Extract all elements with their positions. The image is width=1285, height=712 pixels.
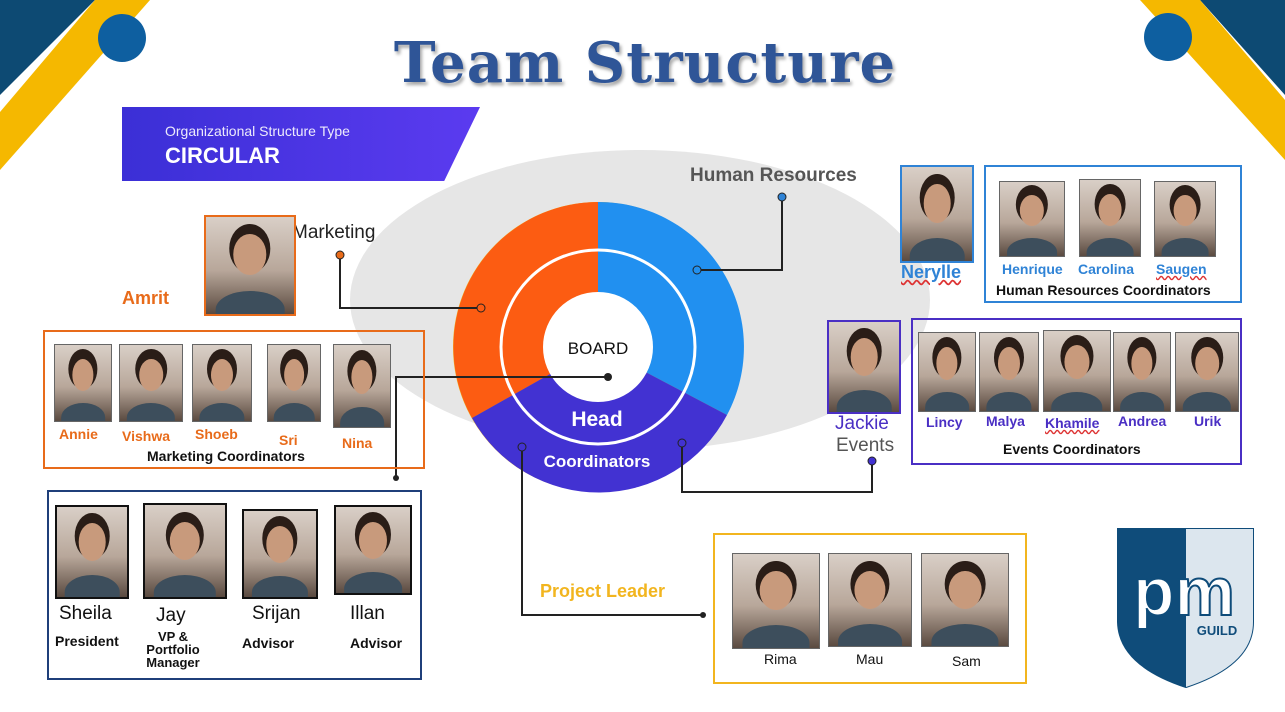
malya-photo [979, 332, 1039, 412]
nerylle-photo [900, 165, 974, 263]
segment-events [472, 347, 727, 493]
member-vishwa: Vishwa [122, 428, 170, 444]
srijan-photo [242, 509, 318, 599]
project-leaders-box: Rima Mau Sam [713, 533, 1027, 684]
hr-coordinators-title: Human Resources Coordinators [996, 282, 1211, 298]
connector-marketing [339, 255, 481, 309]
ring-divider [499, 248, 697, 446]
connector-events [681, 443, 873, 493]
head-label: Head [571, 408, 622, 431]
andrea-photo [1113, 332, 1171, 412]
member-lincy: Lincy [926, 414, 963, 430]
member-sri: Sri [279, 432, 298, 448]
hr-lead-name: Nerylle [901, 262, 962, 282]
khamile-photo [1043, 330, 1111, 412]
project-leader-sam: Sam [952, 653, 981, 669]
marketing-lead-name: Amrit [122, 288, 170, 308]
member-andrea: Andrea [1118, 413, 1167, 429]
annie-photo [54, 344, 112, 422]
illan-photo [334, 505, 412, 595]
saugen-photo [1154, 181, 1216, 257]
logo-text: GUILD [1197, 623, 1237, 638]
connector-hr [697, 197, 783, 271]
member-malya: Malya [986, 413, 1025, 429]
banner-subtitle: Organizational Structure Type [165, 123, 350, 139]
sri-photo [267, 344, 321, 422]
pm-guild-logo: pm GUILD [1117, 528, 1254, 689]
mau-photo [828, 553, 912, 647]
banner-type: CIRCULAR [165, 143, 280, 168]
hr-coordinators-box: Henrique Carolina Saugen Human Resources… [984, 165, 1242, 303]
nina-photo [333, 344, 391, 428]
carolina-photo [1079, 179, 1141, 257]
member-khamile: Khamile [1045, 415, 1100, 431]
lincy-photo [918, 332, 976, 412]
board-circle [543, 292, 653, 402]
logo-mark: pm [1133, 554, 1235, 630]
amrit-photo [204, 215, 296, 316]
board-role-jay: VP & Portfolio Manager [146, 629, 200, 670]
structure-type-banner: Organizational Structure Type CIRCULAR [122, 107, 480, 181]
board-name-srijan: Srijan [252, 603, 301, 624]
events-label: Events [836, 435, 895, 456]
henrique-photo [999, 181, 1065, 257]
corner-navy-right [1200, 0, 1285, 95]
events-coordinators-title: Events Coordinators [1003, 441, 1141, 457]
member-annie: Annie [59, 426, 98, 442]
board-label: BOARD [568, 339, 628, 358]
shoeb-photo [192, 344, 252, 422]
events-coordinators-box: Lincy Malya Khamile Andrea Urik Events C… [911, 318, 1242, 465]
page-title: Team Structure [393, 30, 897, 96]
corner-dot-right [1144, 13, 1192, 61]
board-members-box: Sheila Jay Srijan Illan President VP & P… [47, 490, 422, 680]
project-leader-mau: Mau [856, 651, 884, 667]
jackie-photo [827, 320, 901, 414]
board-name-illan: Illan [350, 603, 385, 624]
project-label: Project Leader [540, 581, 666, 601]
marketing-coordinators-title: Marketing Coordinators [147, 448, 305, 464]
rima-photo [732, 553, 820, 649]
connector-project [521, 447, 703, 616]
sheila-photo [55, 505, 129, 599]
member-saugen: Saugen [1156, 261, 1207, 277]
member-nina: Nina [342, 435, 373, 451]
vishwa-photo [119, 344, 183, 422]
events-lead-name: Jackie [835, 413, 889, 434]
board-role-illan: Advisor [350, 635, 403, 651]
board-role-sheila: President [55, 633, 119, 649]
member-carolina: Carolina [1078, 261, 1135, 277]
hr-label: Human Resources [690, 165, 857, 186]
member-henrique: Henrique [1002, 261, 1063, 277]
board-name-sheila: Sheila [59, 603, 112, 624]
member-shoeb: Shoeb [195, 426, 238, 442]
member-urik: Urik [1194, 413, 1222, 429]
board-name-jay: Jay [156, 605, 186, 626]
coordinators-label: Coordinators [544, 452, 651, 471]
marketing-label: Marketing [292, 222, 376, 243]
board-role-srijan: Advisor [242, 635, 295, 651]
project-leader-rima: Rima [764, 651, 797, 667]
connector-board [395, 376, 608, 478]
corner-dot-left [98, 14, 146, 62]
urik-photo [1175, 332, 1239, 412]
marketing-coordinators-box: Annie Vishwa Shoeb Sri Nina Marketing Co… [43, 330, 425, 469]
sam-photo [921, 553, 1009, 647]
jay-photo [143, 503, 227, 599]
corner-navy-left [0, 0, 95, 95]
